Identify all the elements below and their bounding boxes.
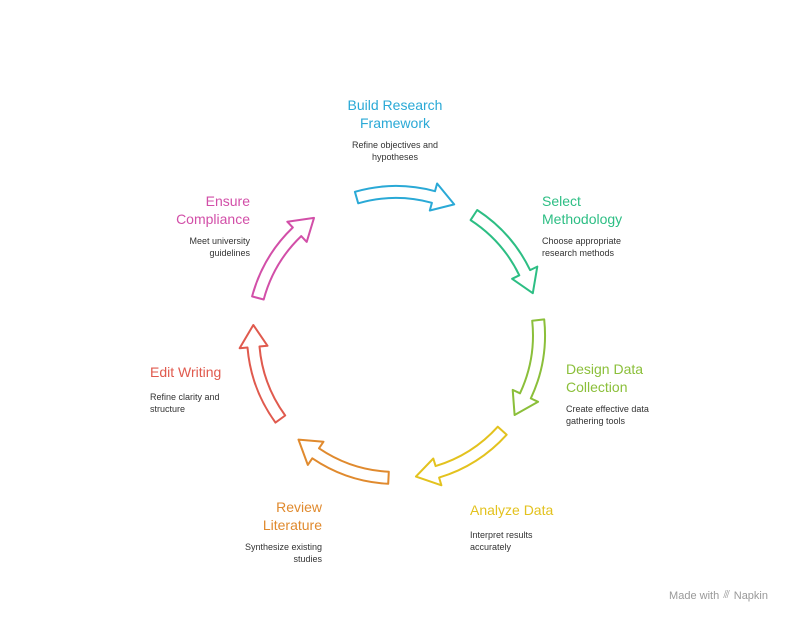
step-desc-ensure-compliance: Meet university guidelines [189,236,250,258]
step-title-build-research-framework: Build Research Framework [347,97,443,131]
footer-brand-text: Napkin [733,589,768,602]
step-title-edit-writing: Edit Writing [150,364,222,380]
arrow-build-research-framework [353,182,456,212]
napkin-icon: ⫻ [723,589,730,601]
footer-made-with-napkin[interactable]: Made with ⫻ Napkin [669,589,768,602]
step-title-design-data-collection: Design Data Collection [566,361,644,395]
step-desc-review-literature: Synthesize existing studies [244,542,322,564]
step-desc-select-methodology: Choose appropriate research methods [542,236,622,258]
step-desc-analyze-data: Interpret results accurately [470,530,533,552]
step-title-analyze-data: Analyze Data [470,502,554,518]
arrow-review-literature [297,438,390,485]
footer-made-with-text: Made with [669,589,720,602]
arrow-ensure-compliance [251,216,315,301]
arrow-design-data-collection [511,318,546,416]
step-desc-edit-writing: Refine clarity and structure [150,392,220,414]
step-desc-build-research-framework: Refine objectives and hypotheses [351,140,439,162]
step-desc-design-data-collection: Create effective data gathering tools [566,404,649,426]
arrow-select-methodology [469,209,539,295]
arrow-analyze-data [414,425,508,487]
arrow-edit-writing [238,324,287,424]
step-title-select-methodology: Select Methodology [542,193,623,227]
step-title-ensure-compliance: Ensure Compliance [176,193,250,227]
step-title-review-literature: Review Literature [262,499,322,533]
